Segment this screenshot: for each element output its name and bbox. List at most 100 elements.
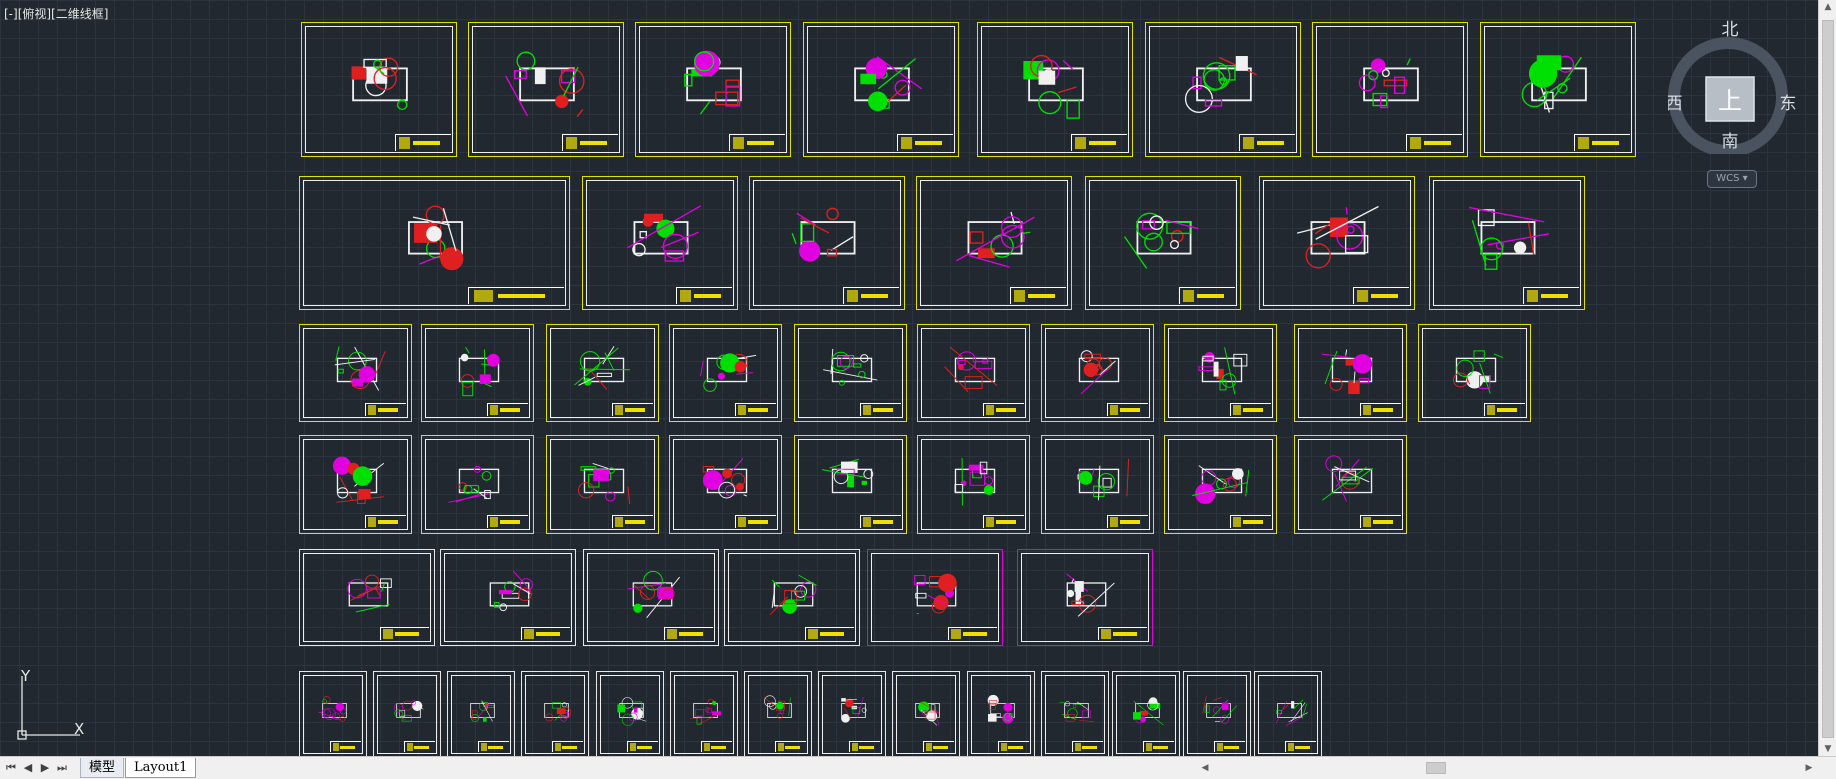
scroll-down-arrow-icon[interactable]: ▼	[1819, 742, 1836, 756]
title-block-fill	[680, 290, 691, 303]
drawing-sheet[interactable]	[794, 435, 907, 534]
viewcube[interactable]: 上 北 南 东 西	[1668, 19, 1798, 154]
drawing-circle	[1186, 85, 1213, 112]
drawing-sheet[interactable]	[299, 549, 435, 646]
drawing-sheet[interactable]	[373, 671, 441, 756]
drawing-sheet[interactable]	[1183, 671, 1251, 756]
drawing-sheet[interactable]	[818, 671, 886, 756]
drawing-circle	[712, 701, 716, 705]
next-tab-icon[interactable]: ▶	[38, 760, 52, 775]
drawing-rect	[1384, 80, 1406, 86]
drawing-sheet[interactable]	[744, 671, 812, 756]
drawing-sheet[interactable]	[917, 435, 1030, 534]
prev-tab-icon[interactable]: ◀	[21, 760, 35, 775]
drawing-sheet[interactable]	[596, 671, 664, 756]
dimension-line	[1079, 721, 1094, 722]
drawing-sheet[interactable]	[582, 176, 738, 310]
drawing-sheet[interactable]	[749, 176, 905, 310]
drawing-rect	[1082, 711, 1090, 718]
title-block-fill	[1197, 294, 1225, 299]
cad-drawing	[761, 682, 798, 736]
drawing-sheet[interactable]	[299, 324, 412, 422]
title-block-fill	[1217, 743, 1223, 751]
drawing-sheet[interactable]	[917, 324, 1030, 422]
drawing-sheet[interactable]	[468, 22, 624, 157]
title-block-fill	[679, 632, 703, 636]
drawing-sheet[interactable]	[301, 22, 457, 157]
drawing-sheet[interactable]	[1294, 435, 1407, 534]
compass-west[interactable]: 西	[1668, 94, 1683, 114]
drawing-sheet[interactable]	[1294, 324, 1407, 422]
title-block-fill	[524, 629, 534, 639]
drawing-sheet[interactable]	[440, 549, 576, 646]
drawing-sheet[interactable]	[447, 671, 515, 756]
drawing-sheet[interactable]	[1145, 22, 1301, 157]
drawing-sheet[interactable]	[1429, 176, 1585, 310]
scroll-left-arrow-icon[interactable]: ◀	[1198, 760, 1212, 776]
drawing-sheet[interactable]	[669, 435, 782, 534]
dimension-line	[580, 369, 630, 370]
vertical-scrollbar[interactable]: ▲ ▼	[1818, 0, 1836, 756]
vertical-scroll-thumb[interactable]	[1822, 20, 1834, 738]
cad-drawing	[538, 682, 575, 736]
drawing-sheet[interactable]	[521, 671, 589, 756]
drawing-sheet[interactable]	[916, 176, 1072, 310]
drawing-sheet[interactable]	[299, 176, 570, 310]
title-block-fill	[1373, 520, 1393, 524]
scroll-up-arrow-icon[interactable]: ▲	[1819, 0, 1836, 14]
drawing-sheet[interactable]	[1312, 22, 1468, 157]
cad-drawing	[1200, 682, 1237, 736]
cad-drawing	[696, 337, 758, 398]
drawing-sheet[interactable]	[1254, 671, 1322, 756]
dimension-line	[700, 101, 710, 114]
drawing-sheet[interactable]	[1259, 176, 1415, 310]
drawing-sheet[interactable]	[1164, 324, 1277, 422]
drawing-circle	[333, 713, 340, 720]
drawing-sheet[interactable]	[421, 324, 534, 422]
drawing-sheet[interactable]	[892, 671, 960, 756]
compass-south[interactable]: 南	[1722, 132, 1739, 152]
tab-model[interactable]: 模型	[80, 758, 124, 778]
drawing-sheet[interactable]	[1041, 671, 1109, 756]
drawing-sheet[interactable]	[1112, 671, 1180, 756]
compass-east[interactable]: 东	[1780, 94, 1797, 114]
drawing-sheet[interactable]	[583, 549, 719, 646]
cad-drawing	[671, 39, 757, 123]
drawing-sheet[interactable]	[867, 549, 1003, 646]
model-space-viewport[interactable]: [-][俯视][二维线框] 上 北 南 东 西 WCS ▾ Y X	[0, 0, 1818, 756]
drawing-sheet[interactable]	[421, 435, 534, 534]
drawing-sheet[interactable]	[1017, 549, 1153, 646]
compass-north[interactable]: 北	[1722, 20, 1739, 40]
drawing-sheet[interactable]	[546, 435, 659, 534]
drawing-sheet[interactable]	[977, 22, 1133, 157]
drawing-sheet[interactable]	[1418, 324, 1531, 422]
drawing-rect	[1474, 351, 1484, 361]
drawing-sheet[interactable]	[635, 22, 791, 157]
drawing-sheet[interactable]	[724, 549, 860, 646]
drawing-sheet[interactable]	[1041, 324, 1154, 422]
drawing-sheet[interactable]	[299, 435, 412, 534]
first-tab-icon[interactable]: ⏮	[4, 760, 18, 775]
drawing-sheet[interactable]	[546, 324, 659, 422]
drawing-sheet[interactable]	[670, 671, 738, 756]
horizontal-scrollbar[interactable]: ◀ ▶	[1196, 760, 1818, 776]
drawing-rect	[837, 356, 853, 367]
drawing-sheet[interactable]	[1480, 22, 1636, 157]
dimension-line	[1214, 697, 1222, 700]
drawing-sheet[interactable]	[967, 671, 1035, 756]
last-tab-icon[interactable]: ⏭	[55, 760, 69, 775]
drawing-sheet[interactable]	[669, 324, 782, 422]
wcs-menu[interactable]: WCS ▾	[1707, 170, 1757, 188]
drawing-sheet[interactable]	[1085, 176, 1241, 310]
tab-layout1[interactable]: Layout1	[125, 758, 196, 778]
drawing-rect	[712, 712, 720, 715]
drawing-sheet[interactable]	[1164, 435, 1277, 534]
drawing-sheet[interactable]	[299, 671, 367, 756]
horizontal-scroll-thumb[interactable]	[1426, 762, 1446, 774]
drawing-sheet[interactable]	[1041, 435, 1154, 534]
drawing-sheet[interactable]	[803, 22, 959, 157]
title-block-fill	[630, 743, 636, 751]
scroll-right-arrow-icon[interactable]: ▶	[1802, 760, 1816, 776]
drawing-sheet[interactable]	[794, 324, 907, 422]
viewport-controls-label[interactable]: [-][俯视][二维线框]	[4, 5, 108, 22]
